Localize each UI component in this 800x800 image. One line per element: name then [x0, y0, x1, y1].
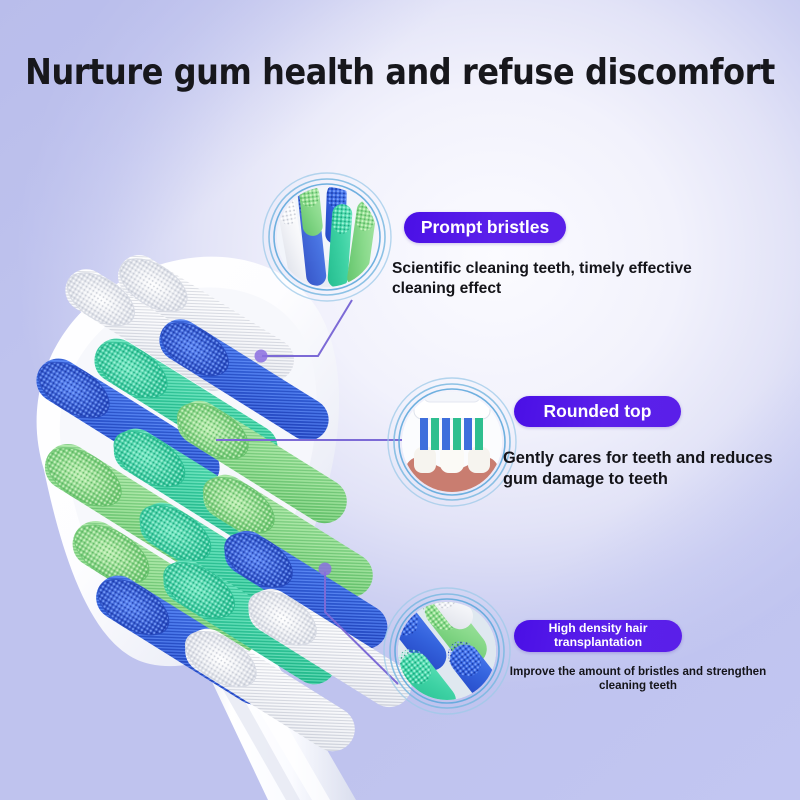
connector-dot-3: [318, 562, 332, 576]
callout-connectors: [216, 299, 404, 685]
feature-description-rounded-top: Gently cares for teeth and reduces gum d…: [503, 449, 773, 488]
feature-inset-3: [383, 587, 511, 715]
connector-dot-1: [254, 349, 268, 363]
feature-badge-prompt-bristles[interactable]: Prompt bristles: [404, 212, 566, 243]
toothbrush-illustration: [36, 255, 412, 800]
feature-badge-high-density-hair-transplantation[interactable]: High density hair transplantation: [514, 620, 682, 652]
feature-description-high-density-hair-transplantation: Improve the amount of bristles and stren…: [509, 665, 767, 692]
page-title: Nurture gum health and refuse discomfort: [25, 52, 775, 93]
feature-inset-1: [262, 172, 392, 302]
feature-inset-2: [387, 377, 517, 507]
feature-badge-rounded-top[interactable]: Rounded top: [514, 396, 681, 427]
inset-2-photo: [402, 392, 502, 492]
connector-line-3: [324, 572, 399, 685]
bristle-field: [36, 255, 412, 752]
feature-description-prompt-bristles: Scientific cleaning teeth, timely effect…: [392, 260, 692, 297]
connector-line-1: [262, 299, 353, 357]
